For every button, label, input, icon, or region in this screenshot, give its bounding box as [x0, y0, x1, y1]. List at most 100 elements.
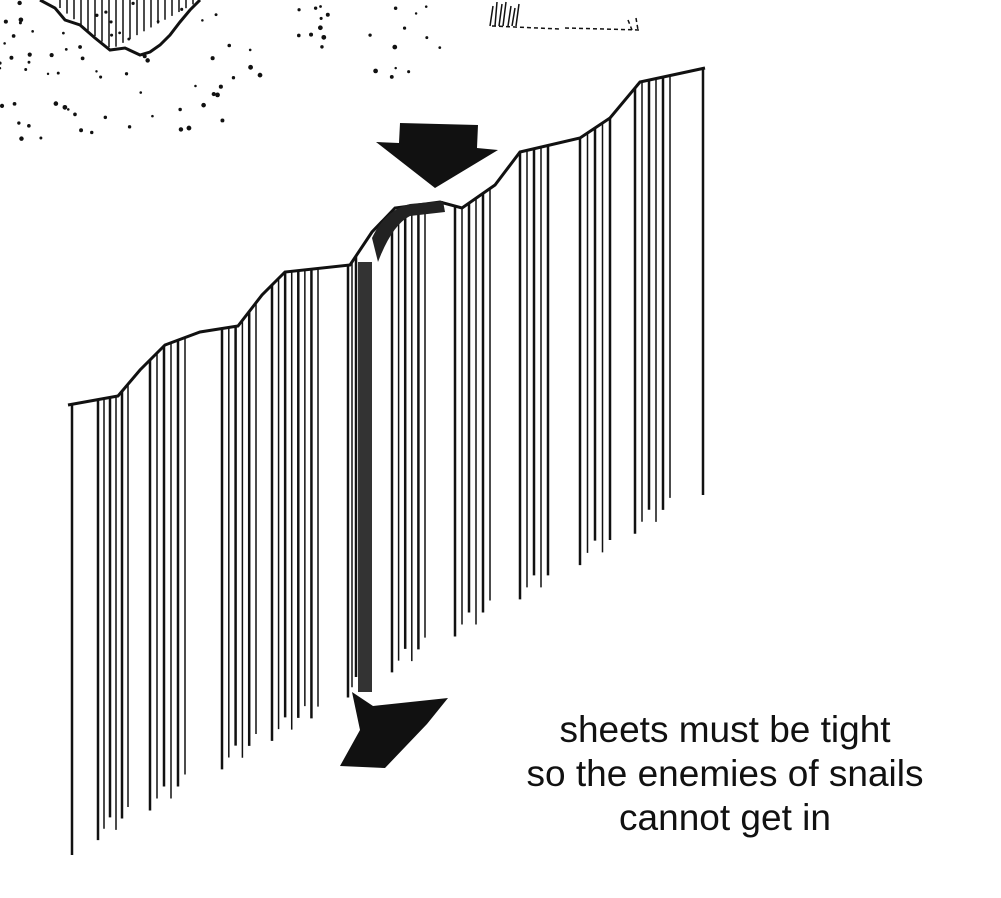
fence-vertical-lines — [70, 68, 705, 855]
stipple-dot — [95, 13, 99, 17]
stipple-dot — [9, 55, 14, 60]
pit-drawing — [0, 0, 442, 141]
stipple-dot — [438, 46, 442, 50]
stipple-dot — [210, 56, 215, 61]
caption-line-1: sheets must be tight — [559, 709, 891, 750]
stipple-dot — [64, 47, 68, 51]
stipple-dot — [24, 68, 28, 71]
stipple-dot — [27, 52, 32, 57]
stipple-dot — [201, 19, 204, 22]
stipple-dot — [156, 20, 160, 23]
stipple-dot — [79, 128, 84, 133]
stipple-dot — [39, 136, 43, 140]
caption-line-3: cannot get in — [619, 797, 831, 838]
stipple-dot — [95, 70, 98, 73]
stipple-dot — [46, 72, 50, 76]
stipple-dot — [90, 130, 94, 135]
grass-tuft — [489, 1, 641, 31]
stipple-dot — [231, 76, 236, 80]
caption-line-2: so the enemies of snails — [526, 753, 924, 794]
stipple-dot — [214, 13, 218, 17]
stipple-dot — [317, 25, 323, 31]
stipple-dot — [3, 42, 6, 45]
stipple-dots — [0, 0, 442, 141]
stipple-dot — [414, 12, 418, 15]
stipple-dot — [394, 66, 397, 70]
pit-outline — [39, 0, 202, 57]
stipple-dot — [180, 7, 184, 11]
stipple-dot — [56, 71, 60, 75]
caption: sheets must be tight so the enemies of s… — [470, 708, 980, 840]
stipple-dot — [99, 75, 103, 79]
stipple-dot — [368, 33, 372, 37]
stipple-dot — [11, 34, 16, 38]
stipple-dot — [104, 10, 108, 14]
stipple-dot — [309, 32, 314, 37]
stipple-dot — [3, 19, 8, 24]
stipple-dot — [0, 103, 5, 108]
stipple-dot — [18, 17, 24, 23]
arrow-up-icon — [340, 692, 448, 768]
stipple-dot — [27, 60, 31, 64]
stipple-dot — [80, 56, 85, 61]
stipple-dot — [127, 125, 132, 129]
stipple-dot — [66, 108, 70, 111]
stipple-dot — [178, 127, 184, 132]
stipple-dot — [402, 26, 407, 30]
stipple-dot — [215, 92, 220, 98]
stipple-dot — [218, 84, 223, 89]
stipple-dot — [103, 115, 108, 120]
stipple-dot — [227, 43, 232, 48]
stipple-dot — [151, 114, 154, 118]
stipple-dot — [248, 64, 253, 70]
stipple-dot — [0, 67, 2, 70]
stipple-dot — [142, 53, 146, 57]
overlap-joint-highlight — [372, 201, 445, 262]
stipple-dot — [320, 45, 324, 49]
stipple-dot — [110, 33, 114, 37]
stipple-dot — [220, 118, 225, 123]
stipple-dot — [319, 16, 323, 20]
stipple-dot — [145, 58, 150, 63]
stipple-dot — [73, 112, 77, 117]
stipple-dot — [0, 61, 2, 65]
stipple-dot — [393, 6, 398, 11]
stipple-dot — [296, 33, 301, 38]
stipple-dot — [31, 30, 34, 33]
stipple-dot — [325, 12, 330, 17]
stipple-dot — [424, 5, 428, 8]
pit-hatching — [59, 0, 194, 48]
stipple-dot — [211, 91, 216, 97]
stipple-dot — [12, 101, 17, 106]
stipple-dot — [407, 70, 411, 74]
stipple-dot — [53, 101, 59, 106]
stipple-dot — [62, 104, 68, 110]
arrow-down-icon — [376, 123, 498, 188]
stipple-dot — [321, 34, 327, 40]
stipple-dot — [124, 72, 129, 76]
stipple-dot — [17, 0, 22, 6]
overlap-joint-seam — [358, 262, 372, 692]
stipple-dot — [194, 84, 197, 88]
fence-top-edge — [67, 66, 706, 407]
stipple-dot — [257, 72, 263, 78]
stipple-dot — [319, 5, 322, 8]
corrugated-sheet-fence — [67, 66, 706, 855]
stipple-dot — [17, 121, 21, 125]
stipple-dot — [118, 31, 122, 35]
stipple-dot — [109, 20, 113, 24]
stipple-dot — [201, 102, 206, 108]
stipple-dot — [248, 48, 252, 52]
stipple-dot — [131, 1, 135, 6]
stipple-dot — [27, 124, 31, 128]
stipple-dot — [139, 91, 143, 94]
stipple-dot — [19, 136, 24, 141]
stipple-dot — [186, 125, 192, 131]
stipple-dot — [127, 37, 131, 41]
stipple-dot — [49, 53, 54, 58]
stipple-dot — [373, 68, 378, 74]
stipple-dot — [178, 107, 182, 112]
stipple-dot — [392, 44, 398, 50]
stipple-dot — [389, 75, 394, 79]
